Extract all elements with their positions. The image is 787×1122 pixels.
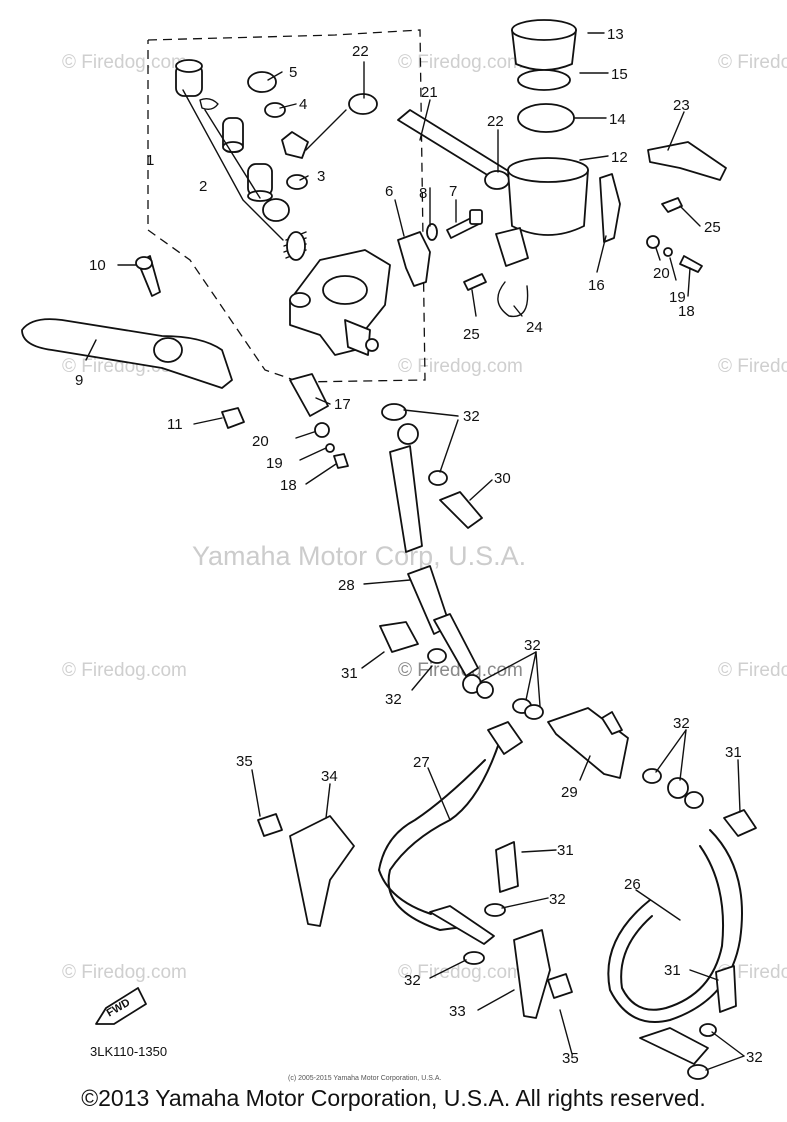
callout-28: 28 <box>338 577 355 594</box>
watermark: © Firedog.com <box>398 962 523 983</box>
brake-lever <box>21 255 245 429</box>
callout-8: 8 <box>419 185 427 202</box>
callout-30: 30 <box>494 470 511 487</box>
callout-20-right: 20 <box>653 265 670 282</box>
callout-1: 1 <box>146 152 154 169</box>
callout-25-left: 25 <box>463 326 480 343</box>
callout-22-lower: 22 <box>487 113 504 130</box>
callout-9: 9 <box>75 372 83 389</box>
callout-11: 11 <box>167 416 183 433</box>
callout-32-d: 32 <box>673 715 690 732</box>
callout-35-left: 35 <box>236 753 253 770</box>
reservoir-bracket <box>463 141 727 291</box>
watermark: © Firedog.com <box>718 660 787 681</box>
brake-switch <box>289 373 349 469</box>
callout-32-e: 32 <box>549 891 566 908</box>
callout-32-b: 32 <box>385 691 402 708</box>
callout-25-right: 25 <box>704 219 721 236</box>
callout-35-right: 35 <box>562 1050 579 1067</box>
callout-31-b: 31 <box>725 744 742 761</box>
callout-22-upper: 22 <box>352 43 369 60</box>
callout-5: 5 <box>289 64 297 81</box>
upper-brake-hose <box>381 403 483 677</box>
callout-20-left: 20 <box>252 433 269 450</box>
callout-32-f: 32 <box>404 972 421 989</box>
callout-labels: 13 15 14 12 5 4 3 1 2 22 21 22 6 8 7 23 … <box>75 26 763 1067</box>
watermark: © Firedog.com <box>62 660 187 681</box>
copyright-footer: ©2013 Yamaha Motor Corporation, U.S.A. A… <box>81 1085 706 1111</box>
callout-26: 26 <box>624 876 641 893</box>
watermark: © Firedog.com <box>718 52 787 73</box>
diagram-code: 3LK110-1350 <box>90 1044 167 1059</box>
callout-32-g: 32 <box>746 1049 763 1066</box>
master-cylinder-body <box>289 249 391 356</box>
callout-14: 14 <box>609 111 626 128</box>
kit-outline <box>147 29 426 383</box>
callout-18-left: 18 <box>280 477 297 494</box>
callout-31-a: 31 <box>341 665 358 682</box>
reservoir-hose <box>348 93 511 190</box>
callout-21: 21 <box>421 84 438 101</box>
forward-arrow: FWD <box>95 987 147 1025</box>
callout-16: 16 <box>588 277 605 294</box>
watermark: © Firedog.com <box>718 356 787 377</box>
callout-19-left: 19 <box>266 455 283 472</box>
callout-19-right: 19 <box>669 289 686 306</box>
callout-12: 12 <box>611 149 628 166</box>
callout-10: 10 <box>89 257 106 274</box>
hose-brackets <box>257 813 573 1019</box>
callout-31-d: 31 <box>664 962 681 979</box>
callout-17: 17 <box>334 396 351 413</box>
callout-24: 24 <box>526 319 543 336</box>
callout-15: 15 <box>611 66 628 83</box>
leader-lines <box>85 32 745 1071</box>
callout-23: 23 <box>673 97 690 114</box>
callout-32-c: 32 <box>524 637 541 654</box>
callout-6: 6 <box>385 183 393 200</box>
master-cylinder-kit-parts <box>175 59 347 261</box>
lower-bolts <box>429 841 737 1013</box>
callout-31-c: 31 <box>557 842 574 859</box>
callout-13: 13 <box>607 26 624 43</box>
watermark: © Firedog.com <box>62 52 187 73</box>
small-copyright: (c) 2005-2015 Yamaha Motor Corporation, … <box>288 1075 441 1082</box>
clamp-parts <box>397 209 483 287</box>
callout-33: 33 <box>449 1003 466 1020</box>
callout-27: 27 <box>413 754 430 771</box>
callout-18-right: 18 <box>678 303 695 320</box>
watermark: © Firedog.com <box>398 52 523 73</box>
reservoir-assembly <box>495 19 589 318</box>
callout-3: 3 <box>317 168 325 185</box>
brake-hose-joint <box>379 621 629 779</box>
callout-7: 7 <box>449 183 457 200</box>
watermark-center: Yamaha Motor Corp, U.S.A. <box>192 541 526 571</box>
callout-29: 29 <box>561 784 578 801</box>
callout-34: 34 <box>321 768 338 785</box>
lower-brake-hoses <box>378 721 757 1080</box>
callout-2: 2 <box>199 178 207 195</box>
callout-4: 4 <box>299 96 307 113</box>
watermark: © Firedog.com <box>398 356 523 377</box>
watermark: © Firedog.com <box>62 962 187 983</box>
callout-32-a: 32 <box>463 408 480 425</box>
